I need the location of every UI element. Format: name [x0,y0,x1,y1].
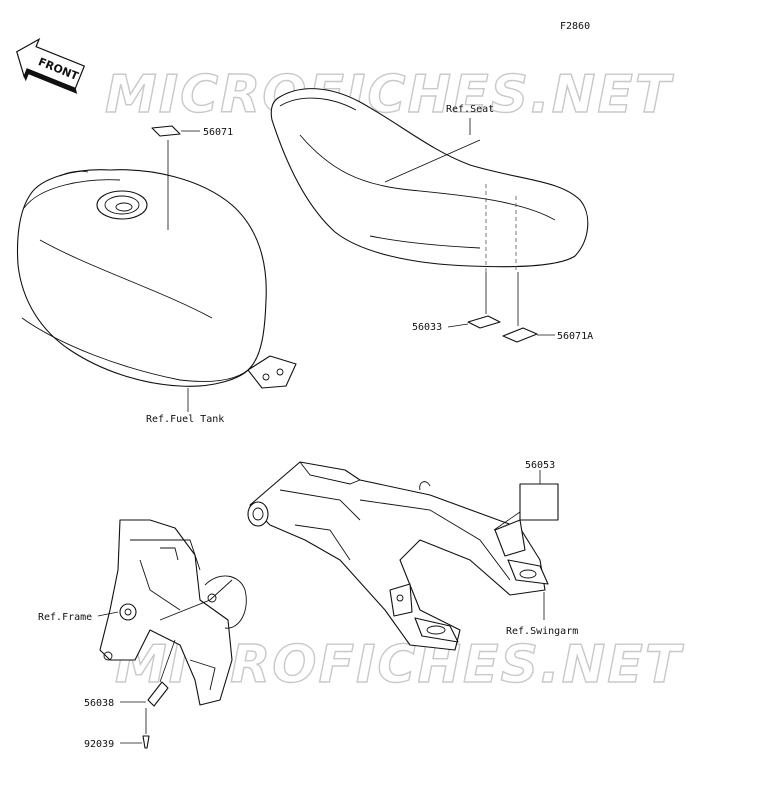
part-56038-sticker [147,681,169,707]
watermark-top: MICROFICHES.NET [105,65,674,125]
part-56053-label[interactable]: 56053 [525,460,555,471]
ref-seat-label[interactable]: Ref.Seat [446,104,494,115]
part-56033-sticker [467,315,501,329]
swingarm-illustration [247,461,549,651]
part-56071-label[interactable]: 56071 [203,127,233,138]
part-56053-sticker [519,483,559,521]
ref-fuel-tank-label[interactable]: Ref.Fuel Tank [146,414,224,425]
part-56071A-label[interactable]: 56071A [557,331,593,342]
part-92039-rivet [142,735,150,749]
part-56038-label[interactable]: 56038 [84,698,114,709]
seat-illustration [270,88,589,268]
part-56071-sticker [151,125,181,137]
ref-frame-label[interactable]: Ref.Frame [38,612,92,623]
figure-code: F2860 [560,21,590,32]
part-56033-label[interactable]: 56033 [412,322,442,333]
part-92039-label[interactable]: 92039 [84,739,114,750]
front-arrow-icon: FRONT [16,37,86,94]
ref-swingarm-label[interactable]: Ref.Swingarm [506,626,578,637]
part-56071A-sticker [502,327,538,343]
fuel-tank-illustration [17,169,297,389]
frame-illustration [99,519,247,706]
